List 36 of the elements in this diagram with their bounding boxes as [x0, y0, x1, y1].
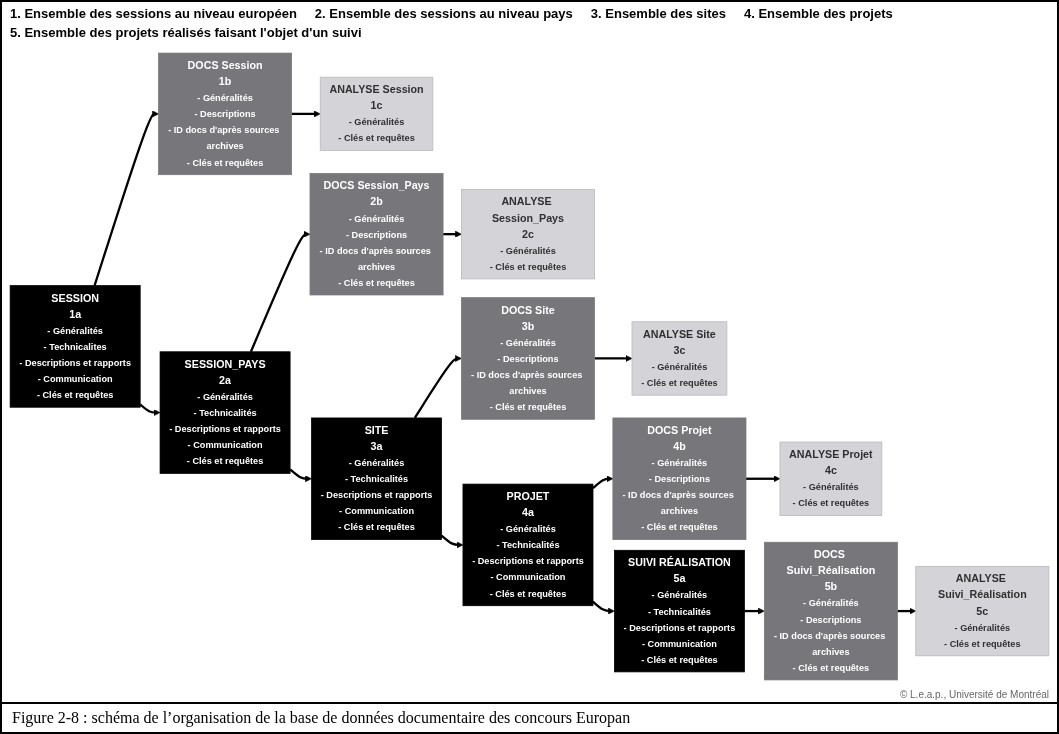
arrow — [139, 403, 161, 416]
arrow — [289, 468, 312, 483]
section-heading: 2. Ensemble des sessions au niveau pays — [314, 6, 573, 21]
arrow — [443, 230, 462, 238]
arrow — [744, 607, 765, 615]
node-box: SESSION 1a - Généralités - Technicalites - Descriptions et rapports - Communication - Clés et requêtes — [9, 285, 141, 408]
node-box: ANALYSE Session_Pays 2c - Généralités - Clés et requêtes — [461, 189, 595, 280]
figure-caption: Figure 2-8 : schéma de l’organisation de la base de données documentaire des concours Europan — [12, 709, 631, 726]
node-box: DOCS Suivi_Réalisation 5b - Généralités - Descriptions - ID docs d'après sources archives - Clés et requêtes — [763, 541, 898, 681]
node-box: SUIVI RÉALISATION 5a - Généralités - Technicalités - Descriptions et rapports - Communication - Clés et requêtes — [614, 549, 745, 673]
arrow — [249, 230, 311, 353]
node-box: DOCS Session 1b - Généralités - Descriptions - ID docs d'après sources archives - Clés et requêtes — [158, 52, 292, 176]
arrow — [746, 475, 781, 483]
arrow — [413, 355, 462, 419]
arrow — [897, 607, 917, 615]
node-box: SESSION_PAYS 2a - Généralités - Technicalités - Descriptions et rapports - Communication - Clés et requêtes — [159, 351, 291, 474]
arrow — [594, 355, 633, 362]
node-box: DOCS Session_Pays 2b - Généralités - Descriptions - ID docs d'après sources archives - Clés et requêtes — [309, 173, 444, 296]
arrow — [93, 110, 159, 286]
node-box: ANALYSE Site 3c - Généralités - Clés et requêtes — [631, 321, 728, 396]
node-box: ANALYSE Session 1c - Généralités - Clés et requêtes — [319, 76, 434, 151]
section-heading: 5. Ensemble des projets réalisés faisant l'objet d'un suivi — [10, 25, 362, 40]
node-box: ANALYSE Suivi_Réalisation 5c - Généralités - Clés et requêtes — [915, 565, 1050, 657]
section-heading: 1. Ensemble des sessions au niveau européen — [10, 6, 297, 21]
section-heading: 3. Ensemble des sites — [590, 6, 726, 21]
arrow — [291, 110, 321, 118]
node-box: PROJET 4a - Généralités - Technicalités - Descriptions et rapports - Communication - Clés et requêtes — [462, 483, 594, 607]
credit-note: © L.e.a.p., Université de Montréal — [899, 689, 1049, 700]
section-heading: 4. Ensemble des projets — [743, 6, 893, 21]
node-box: DOCS Projet 4b - Généralités - Descriptions - ID docs d'après sources archives - Clés et requêtes — [612, 417, 747, 540]
arrow — [592, 475, 614, 489]
arrow — [440, 534, 464, 549]
arrow — [592, 600, 615, 615]
node-box: ANALYSE Projet 4c - Généralités - Clés et requêtes — [779, 441, 883, 516]
node-box: DOCS Site 3b - Généralités - Descriptions - ID docs d'après sources archives - Clés et requêtes — [461, 297, 595, 420]
node-box: SITE 3a - Généralités - Technicalités - Descriptions et rapports - Communication - Clés et requêtes — [311, 417, 442, 540]
